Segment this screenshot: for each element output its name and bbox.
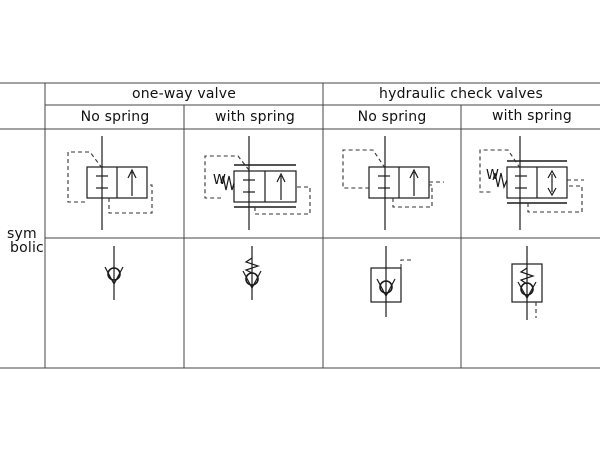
group-header-oneway-valve: one-way valve	[131, 86, 237, 102]
detailed-symbol-hydraulic-nospring	[342, 136, 444, 230]
simplified-symbol-oneway-spring	[242, 246, 262, 300]
column-header-hydraulic-nospring: No spring	[357, 109, 427, 125]
simplified-symbol-hydraulic-nospring	[370, 246, 412, 317]
spring-mark-oneway: W	[213, 173, 227, 188]
row-label-symbolic-line1: sym	[7, 226, 37, 242]
group-header-hydraulic-check-valves: hydraulic check valves	[379, 86, 543, 102]
simplified-symbol-hydraulic-spring	[511, 246, 543, 320]
row-label-symbolic-line2: bolic	[10, 240, 44, 256]
column-header-hydraulic-spring: with spring	[492, 108, 572, 124]
detailed-symbol-oneway-nospring	[67, 136, 153, 230]
spring-mark-hydraulic: W	[486, 168, 500, 183]
table-grid	[0, 82, 600, 369]
column-header-oneway-spring: with spring	[215, 109, 295, 125]
column-header-oneway-nospring: No spring	[80, 109, 150, 125]
simplified-symbol-oneway-nospring	[104, 246, 124, 300]
detailed-symbol-hydraulic-spring	[479, 136, 584, 230]
detailed-symbol-oneway-spring	[204, 136, 311, 230]
